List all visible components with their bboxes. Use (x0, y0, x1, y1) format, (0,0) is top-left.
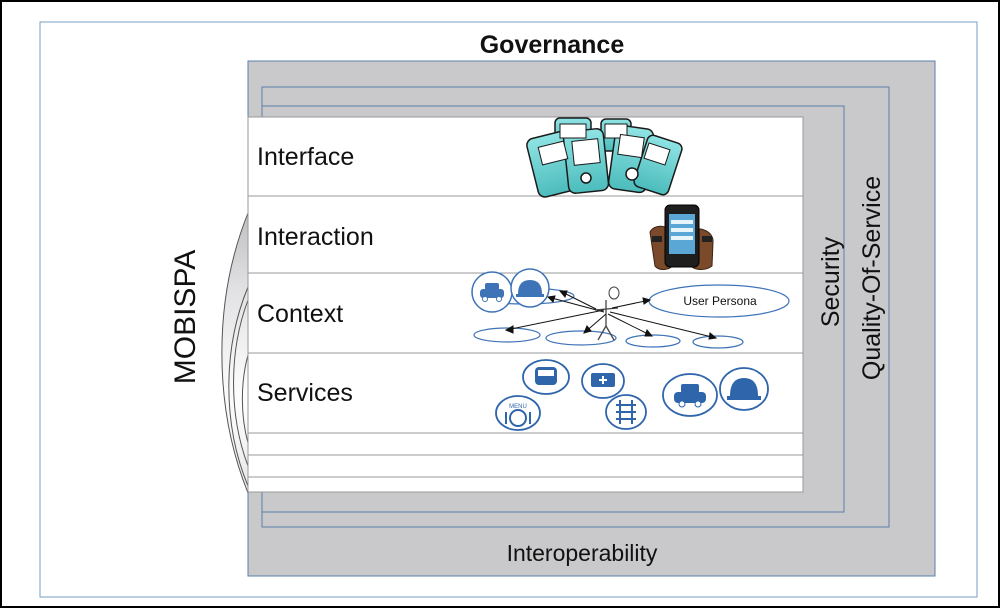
context-ellipse (545, 330, 617, 346)
layer-label-context: Context (257, 300, 343, 328)
services-icons: MENU (495, 359, 769, 431)
layer-label-interaction: Interaction (257, 223, 374, 251)
context-arrows (504, 290, 718, 340)
context-ellipse (625, 334, 681, 348)
quality-of-service-label: Quality-Of-Service (858, 176, 886, 380)
layer-dividers (248, 195, 803, 478)
context-ellipse (473, 327, 541, 343)
mobispa-semicircles (221, 212, 249, 494)
bus-icon (522, 359, 570, 395)
stick-figure-head (608, 286, 620, 300)
user-persona-label: User Persona (683, 294, 757, 308)
governance-label: Governance (480, 31, 625, 59)
semicircle-core (241, 354, 249, 444)
hands-holding-phone-illustration (649, 204, 714, 270)
bell-icon (510, 268, 550, 308)
mobile-phones-illustration (526, 117, 683, 198)
ambulance-icon (581, 363, 625, 399)
context-persona-network: User Persona (471, 268, 790, 349)
train-track-icon (605, 394, 647, 430)
restaurant-menu-icon: MENU (495, 395, 541, 431)
interoperability-label: Interoperability (507, 540, 658, 566)
user-stick-figure (594, 300, 619, 341)
bell-icon (719, 367, 769, 411)
taxi-icon (662, 373, 718, 417)
layer-label-services: Services (257, 379, 353, 407)
menu-label: MENU (509, 404, 527, 410)
layer-label-interface: Interface (257, 143, 354, 171)
security-label: Security (817, 236, 845, 327)
context-ellipse (692, 335, 744, 349)
taxi-icon (471, 271, 513, 313)
mobispa-label: MOBISPA (169, 250, 202, 384)
